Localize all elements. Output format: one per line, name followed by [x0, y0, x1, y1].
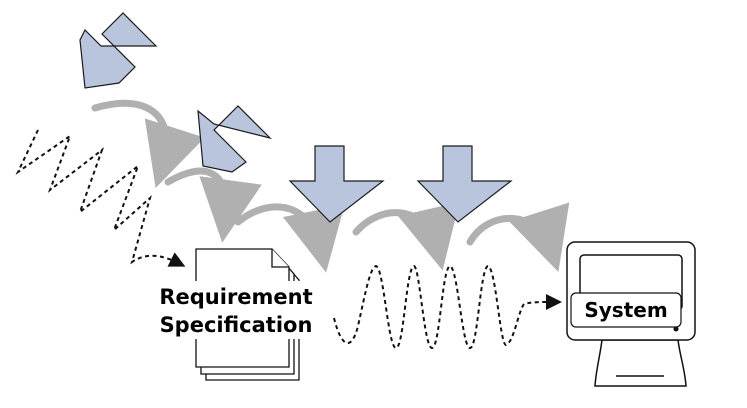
block-arrow-icon: [79, 12, 158, 89]
flow-arrow-3: [234, 203, 345, 273]
vertical-arrows: [288, 145, 513, 223]
flow-arrow-4: [352, 202, 460, 271]
diagonal-arrows: [79, 12, 272, 173]
block-arrow-icon: [288, 145, 385, 223]
dotted-flows: [15, 129, 562, 350]
zigzag-to-document: [15, 129, 186, 267]
flow-arrow-1: [91, 99, 205, 189]
flow-arrow-5: [466, 202, 570, 273]
flow-arrows: [91, 99, 570, 273]
document-label-backdrop: [150, 281, 322, 339]
flow-arrow-2: [164, 167, 262, 243]
wave-to-system: [333, 264, 562, 350]
block-arrow-icon: [416, 145, 513, 223]
block-arrow-icon: [197, 105, 272, 173]
system-label: System: [584, 298, 667, 322]
system-label-box: [570, 292, 682, 328]
document-label-line1: Requirement: [159, 285, 312, 309]
document-label-line2: Specification: [160, 313, 313, 337]
